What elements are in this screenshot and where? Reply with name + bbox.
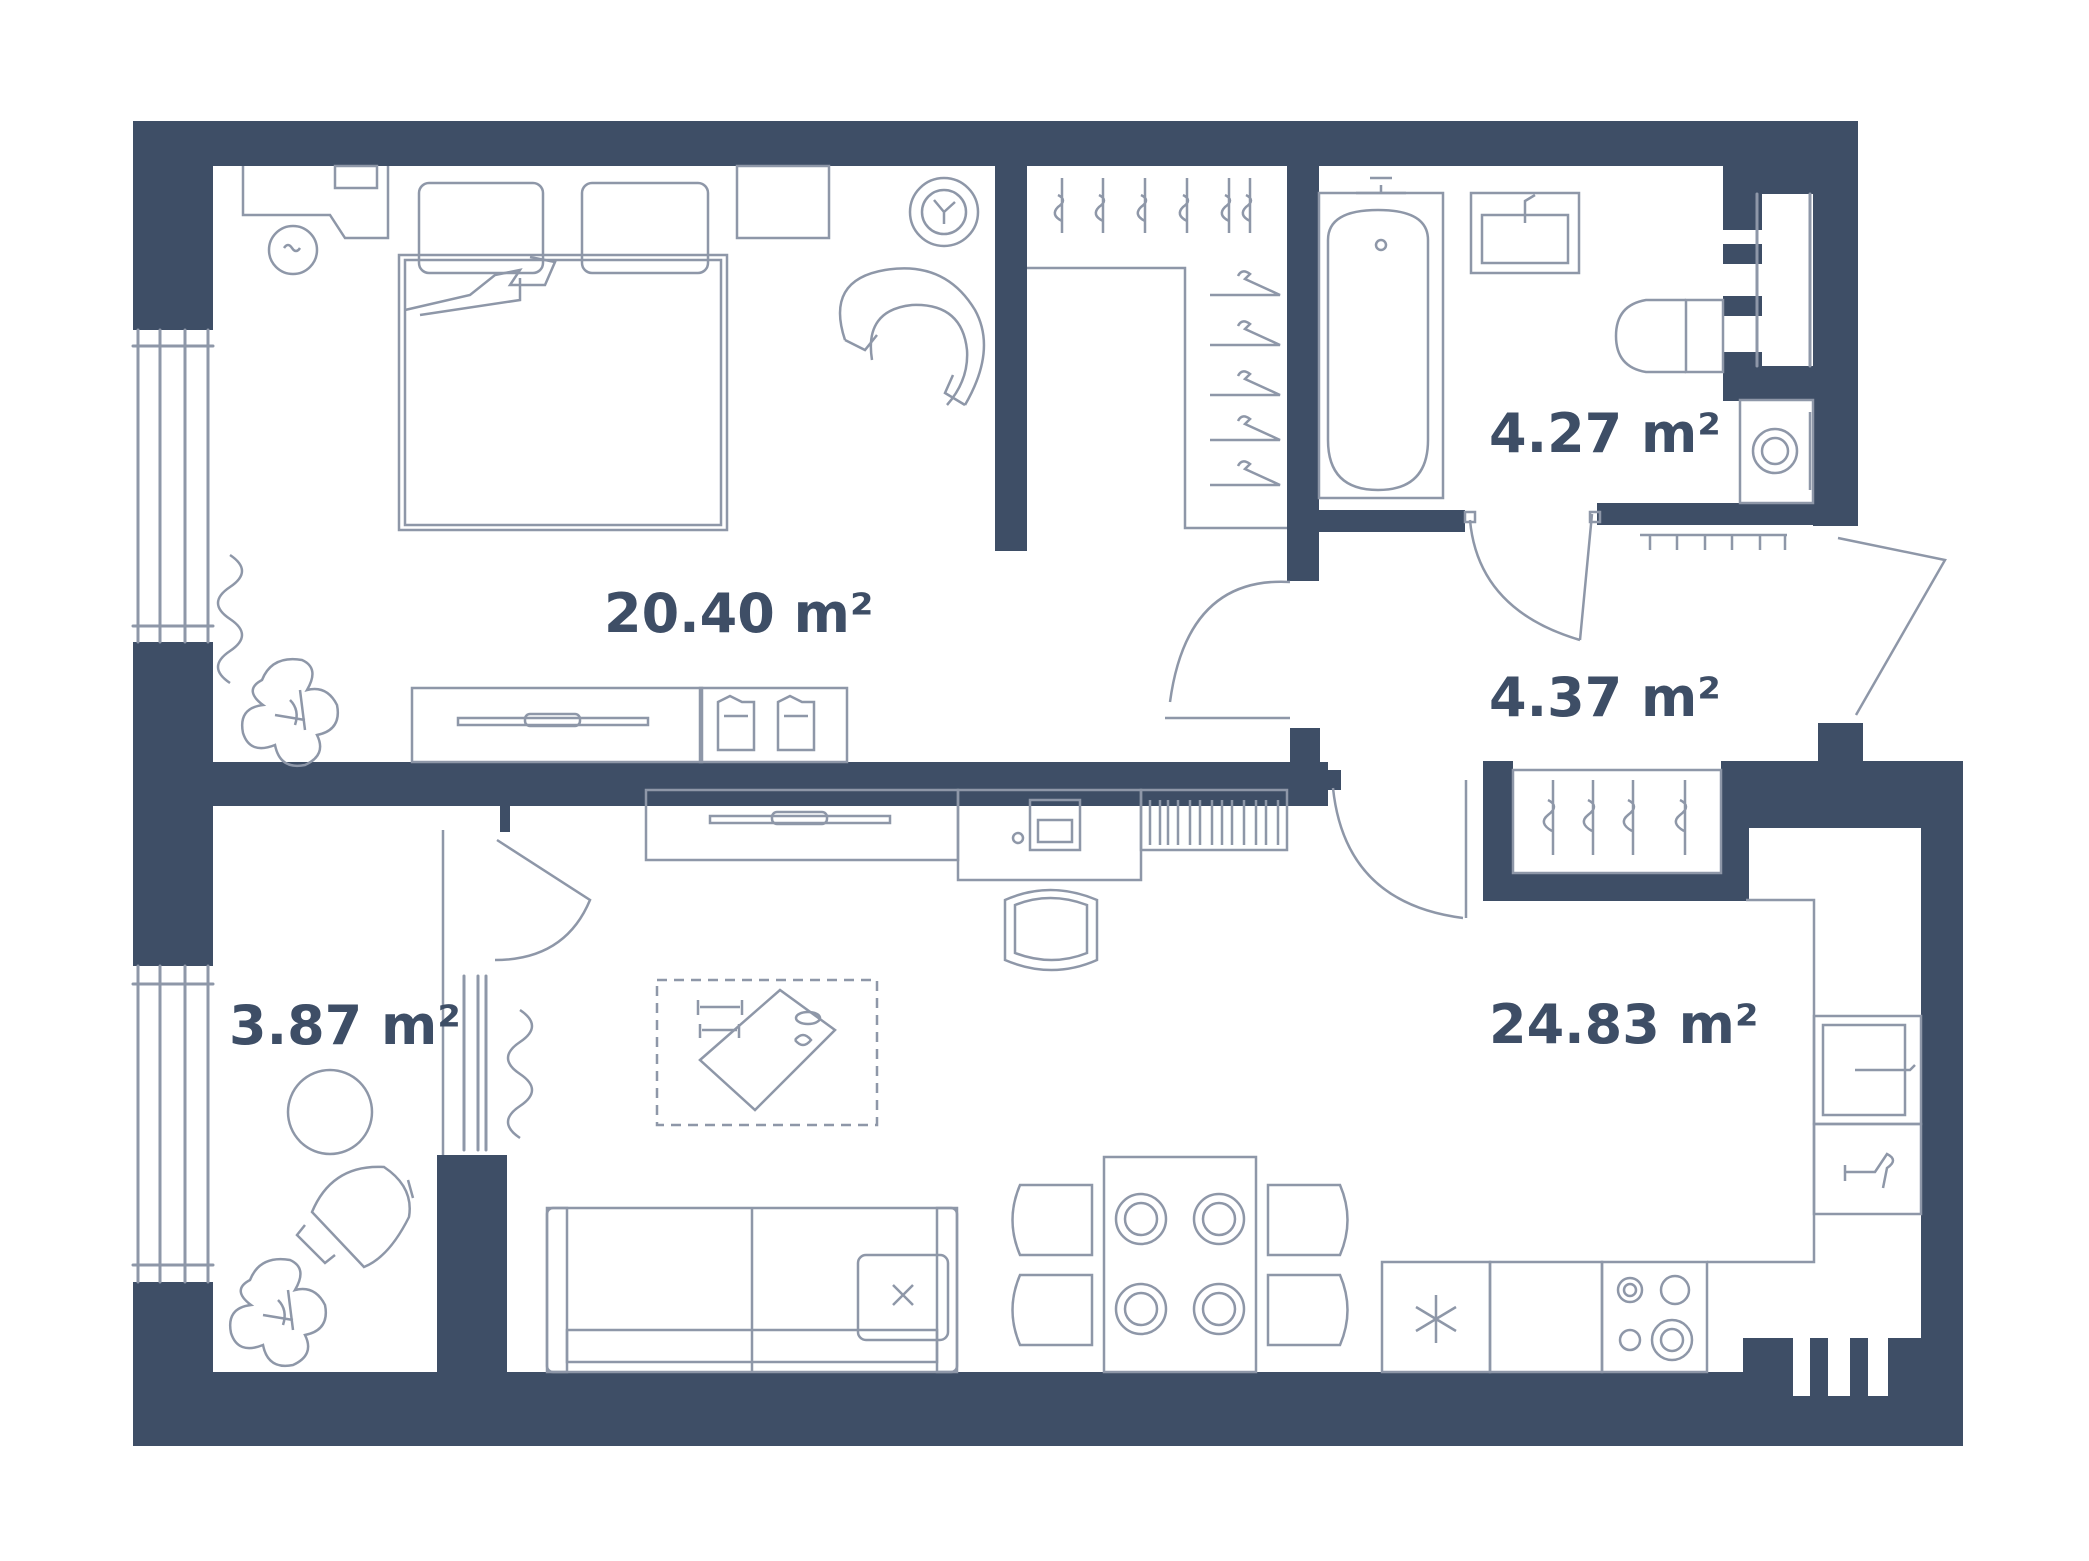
- washing-machine-icon: [1738, 398, 1815, 505]
- hallway: [1165, 533, 1947, 920]
- stove-icon: [1600, 1260, 1709, 1374]
- kitchen-sink-icon: [1812, 1014, 1923, 1126]
- snowflake-icon: [1415, 1295, 1457, 1343]
- hanger-icon: [1210, 270, 1281, 487]
- bathroom: [1317, 176, 1815, 642]
- counter-icon: [1488, 1260, 1604, 1374]
- sink-icon: [1469, 191, 1581, 275]
- living-kitchen: [506, 788, 1923, 1374]
- plant-icon: [240, 657, 340, 768]
- room-area-balcony: 3.87 m²: [229, 994, 461, 1057]
- bed-icon: [397, 181, 729, 532]
- pillow-icon: [580, 181, 710, 275]
- closet: [1027, 178, 1287, 530]
- chair-icon: [1003, 888, 1099, 972]
- window-icon: [1723, 192, 1813, 368]
- dumbbell-icon: [696, 1000, 744, 1038]
- toilet-icon: [1614, 298, 1725, 374]
- room-area-hallway: 4.37 m²: [1489, 666, 1721, 729]
- room-area-bedroom: 20.40 m²: [604, 582, 874, 645]
- curtain-icon: [506, 1008, 534, 1140]
- door-swing-icon: [1468, 513, 1594, 642]
- tv-icon: [410, 686, 704, 764]
- window-icon: [131, 328, 215, 644]
- room-area-bathroom: 4.27 m²: [1489, 402, 1721, 465]
- room-area-living-kitchen: 24.83 m²: [1489, 993, 1759, 1056]
- chair-icon: [295, 1165, 415, 1269]
- armchair-icon: [838, 267, 986, 407]
- door-swing-icon: [1331, 780, 1468, 920]
- bedroom: [216, 164, 986, 768]
- round-table-icon: [286, 1068, 374, 1156]
- plate-icon: [1114, 1192, 1246, 1336]
- sofa-icon: [545, 1206, 959, 1374]
- lamp-icon: [908, 176, 980, 248]
- desk-icon: [241, 164, 390, 276]
- faucet-icon: [1812, 1122, 1923, 1216]
- rug-icon: [655, 978, 879, 1127]
- fridge-icon: [1380, 1260, 1492, 1374]
- wardrobe-icon: [698, 686, 849, 764]
- yoga-mat-icon: [698, 988, 837, 1112]
- window-icon: [460, 970, 490, 1155]
- hanger-icon: [1511, 768, 1723, 875]
- balcony: [228, 830, 592, 1368]
- nightstand-icon: [735, 164, 831, 240]
- hanger-icon: [1053, 178, 1253, 233]
- door-swing-icon: [494, 838, 592, 962]
- dining-table-icon: [1011, 1155, 1349, 1374]
- laptop-icon: [1011, 798, 1082, 852]
- window-icon: [131, 964, 215, 1284]
- windows: [131, 192, 1921, 1396]
- walls: [133, 121, 1963, 1446]
- pillow-icon: [417, 181, 545, 275]
- curtain-icon: [216, 553, 244, 685]
- bookshelf-icon: [1139, 788, 1289, 852]
- bathtub-icon: [1317, 176, 1445, 500]
- chair-icon: [1011, 1183, 1349, 1347]
- door-swing-icon: [1165, 580, 1291, 720]
- plant-icon: [228, 1257, 328, 1368]
- door-swing-icon: [1837, 536, 1947, 716]
- shoe-rack-icon: [1640, 533, 1787, 550]
- window-icon: [1743, 1338, 1921, 1396]
